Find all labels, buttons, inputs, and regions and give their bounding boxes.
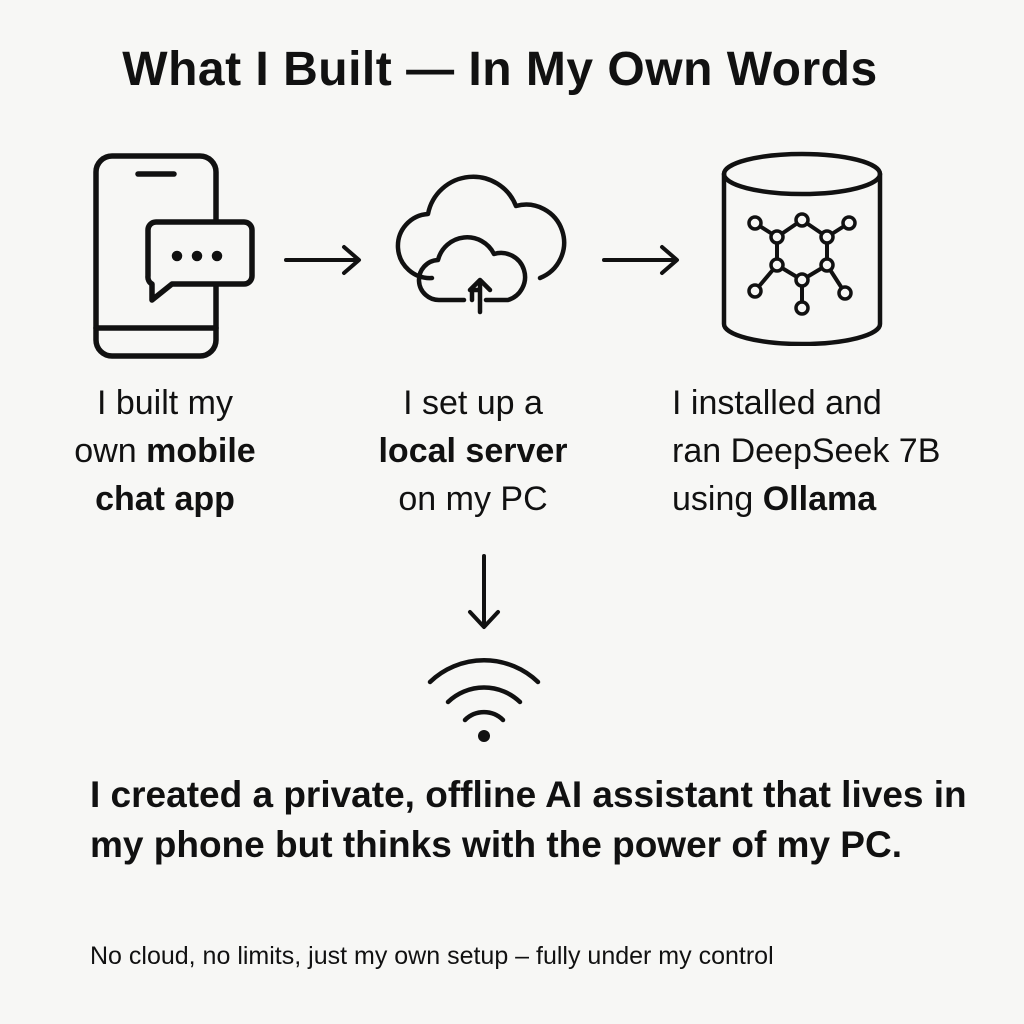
caption-highlight: Ollama	[762, 480, 877, 518]
caption-highlight: chat app	[95, 480, 235, 518]
caption-line: own mobile	[40, 427, 290, 475]
caption-line: I installed and	[672, 384, 882, 422]
caption-line: I set up a	[403, 384, 543, 422]
caption-line: local server	[348, 427, 598, 475]
step-caption-deepseek: I installed and ran DeepSeek 7B using Ol…	[672, 379, 992, 523]
caption-line: chat app	[40, 475, 290, 523]
caption-text: own	[74, 432, 147, 470]
step-caption-mobile-app: I built my own mobile chat app	[40, 379, 290, 523]
phone-chat-icon	[92, 152, 257, 362]
arrow-down-icon	[462, 552, 506, 632]
arrow-right-icon	[282, 242, 364, 278]
caption-highlight: local server	[378, 432, 568, 470]
step-caption-local-server: I set up a local server on my PC	[348, 379, 598, 523]
footnote: No cloud, no limits, just my own setup –…	[90, 942, 774, 970]
caption-line: using Ollama	[672, 475, 992, 523]
summary-statement: I created a private, offline AI assistan…	[90, 774, 967, 865]
caption-line: on my PC	[398, 480, 548, 518]
caption-highlight: mobile	[146, 432, 256, 470]
cloud-upload-icon	[392, 170, 572, 320]
caption-line: ran DeepSeek 7B	[672, 432, 941, 470]
page-title: What I Built — In My Own Words	[122, 43, 878, 96]
database-network-icon	[718, 150, 886, 346]
arrow-right-icon	[600, 242, 682, 278]
caption-text: using	[672, 480, 763, 518]
caption-line: I built my	[96, 384, 234, 422]
wifi-icon	[426, 654, 542, 746]
